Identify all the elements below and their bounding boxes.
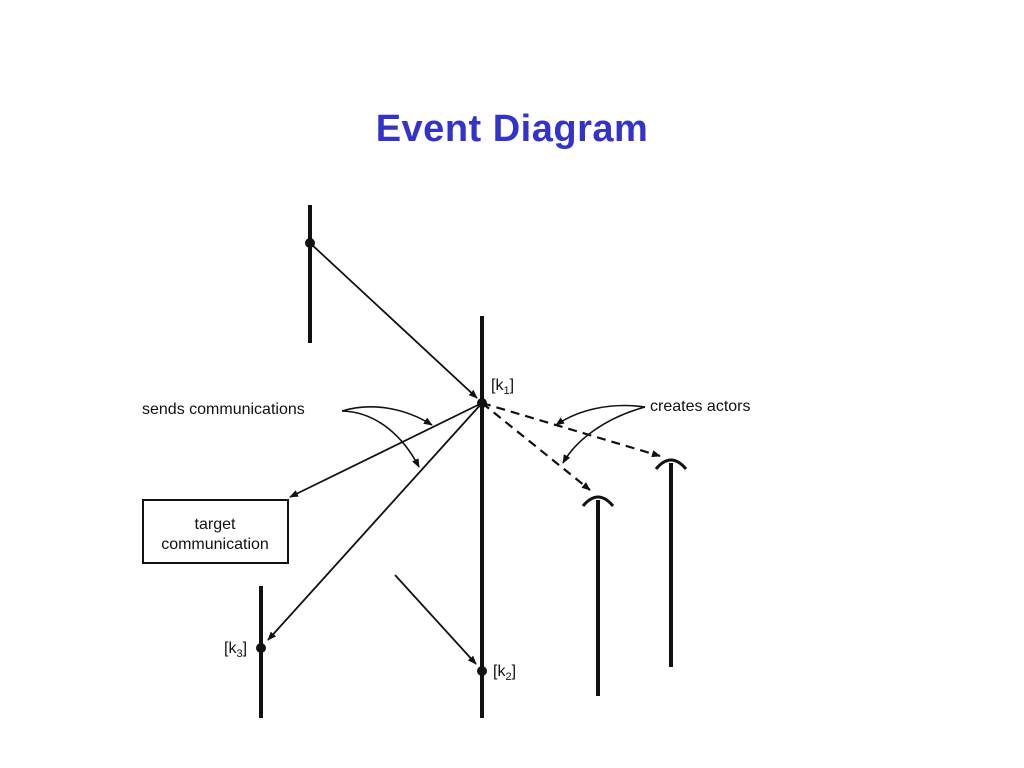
- arrow-incoming-to-k2: [394, 574, 477, 665]
- callout-creates-curve-2: [562, 406, 646, 464]
- dashed-arrow-create-1: [481, 402, 591, 491]
- callout-sends-curve-2: [341, 410, 420, 468]
- dashed-arrow-create-2: [481, 401, 661, 458]
- label-k3: [k3]: [224, 640, 247, 660]
- label-sends-communications: sends communications: [142, 401, 305, 418]
- new-actor-cap-2: [654, 458, 688, 470]
- arrow-k1-to-target: [289, 402, 483, 498]
- target-communication-box: [142, 499, 289, 564]
- label-k1: [k1]: [491, 377, 514, 397]
- event-dot-k2: [477, 666, 487, 676]
- target-box-label-line2: communication: [161, 536, 269, 553]
- label-creates-actors: creates actors: [650, 398, 750, 415]
- new-actor-cap-1: [581, 495, 615, 507]
- callout-creates-curve-1: [555, 404, 646, 426]
- label-k2: [k2]: [493, 663, 516, 683]
- target-box-label-line1: target: [195, 516, 236, 533]
- slide-title: Event Diagram: [375, 108, 649, 150]
- callout-sends-curve-1: [341, 406, 433, 426]
- arrow-k1-to-k3: [267, 402, 483, 641]
- arrow-origin-to-k1: [309, 242, 478, 399]
- event-dot-k3: [256, 643, 266, 653]
